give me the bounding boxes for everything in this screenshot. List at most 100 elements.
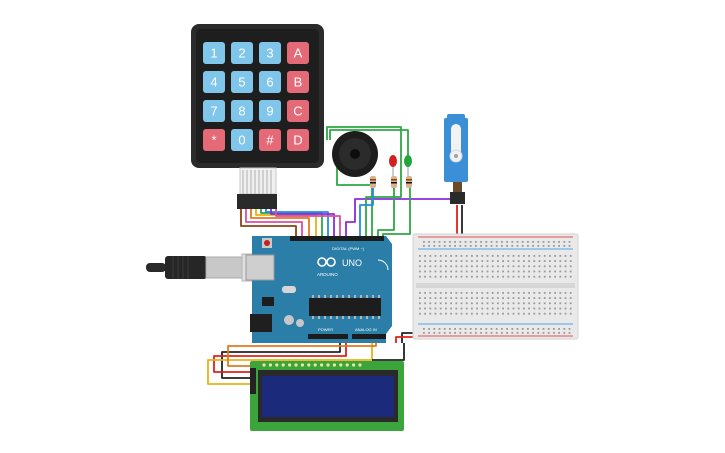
breadboard-hole[interactable] bbox=[559, 297, 562, 299]
buzzer[interactable] bbox=[332, 131, 378, 177]
keypad-key-D[interactable]: D bbox=[287, 129, 309, 151]
breadboard-hole[interactable] bbox=[495, 328, 498, 330]
breadboard-hole[interactable] bbox=[554, 260, 556, 262]
breadboard-hole[interactable] bbox=[523, 307, 525, 310]
breadboard-hole[interactable] bbox=[469, 328, 472, 330]
breadboard-hole[interactable] bbox=[485, 241, 488, 243]
breadboard-hole[interactable] bbox=[528, 297, 530, 299]
breadboard-hole[interactable] bbox=[445, 292, 447, 294]
breadboard-hole[interactable] bbox=[543, 270, 546, 273]
breadboard-hole[interactable] bbox=[554, 312, 556, 315]
breadboard-hole[interactable] bbox=[502, 270, 504, 273]
breadboard-hole[interactable] bbox=[507, 255, 510, 257]
breadboard-hole[interactable] bbox=[491, 297, 494, 299]
breadboard-hole[interactable] bbox=[481, 265, 484, 268]
breadboard-hole[interactable] bbox=[471, 270, 473, 273]
breadboard-hole[interactable] bbox=[543, 260, 546, 262]
breadboard-hole[interactable] bbox=[445, 312, 447, 315]
breadboard-hole[interactable] bbox=[564, 260, 567, 262]
breadboard-hole[interactable] bbox=[439, 260, 442, 262]
breadboard-hole[interactable] bbox=[549, 265, 551, 268]
breadboard-hole[interactable] bbox=[471, 265, 473, 268]
keypad-key-face[interactable] bbox=[259, 129, 281, 151]
breadboard-hole[interactable] bbox=[445, 307, 447, 310]
breadboard-hole[interactable] bbox=[506, 241, 508, 243]
breadboard-hole[interactable] bbox=[443, 245, 446, 247]
breadboard-hole[interactable] bbox=[502, 312, 504, 315]
breadboard-hole[interactable] bbox=[439, 255, 442, 257]
breadboard-hole[interactable] bbox=[450, 255, 452, 257]
breadboard-hole[interactable] bbox=[423, 332, 425, 334]
breadboard-hole[interactable] bbox=[547, 328, 550, 330]
breadboard-hole[interactable] bbox=[511, 245, 514, 247]
breadboard-hole[interactable] bbox=[419, 265, 421, 268]
breadboard-hole[interactable] bbox=[434, 255, 437, 257]
breadboard-hole[interactable] bbox=[511, 332, 514, 334]
breadboard-hole[interactable] bbox=[516, 241, 519, 243]
breadboard-hole[interactable] bbox=[471, 302, 473, 305]
breadboard-hole[interactable] bbox=[533, 307, 536, 310]
breadboard-hole[interactable] bbox=[512, 255, 515, 257]
breadboard-hole[interactable] bbox=[429, 312, 432, 315]
breadboard-hole[interactable] bbox=[517, 297, 520, 299]
breadboard-hole[interactable] bbox=[424, 312, 426, 315]
keypad-key-face[interactable] bbox=[231, 100, 253, 122]
breadboard-hole[interactable] bbox=[528, 307, 530, 310]
breadboard-hole[interactable] bbox=[445, 302, 447, 305]
breadboard-hole[interactable] bbox=[542, 328, 545, 330]
breadboard-hole[interactable] bbox=[521, 241, 524, 243]
breadboard-hole[interactable] bbox=[523, 292, 525, 294]
breadboard-hole[interactable] bbox=[455, 292, 458, 294]
keypad-key-face[interactable] bbox=[203, 100, 225, 122]
breadboard-hole[interactable] bbox=[445, 260, 447, 262]
breadboard-hole[interactable] bbox=[475, 332, 477, 334]
breadboard-hole[interactable] bbox=[516, 332, 519, 334]
breadboard-hole[interactable] bbox=[559, 270, 562, 273]
resistor-buzzer[interactable] bbox=[370, 176, 376, 188]
breadboard-hole[interactable] bbox=[475, 328, 477, 330]
breadboard-hole[interactable] bbox=[491, 307, 494, 310]
breadboard-hole[interactable] bbox=[481, 292, 484, 294]
breadboard-hole[interactable] bbox=[553, 332, 555, 334]
breadboard-hole[interactable] bbox=[569, 275, 572, 278]
breadboard-hole[interactable] bbox=[454, 241, 456, 243]
breadboard-hole[interactable] bbox=[538, 297, 541, 299]
breadboard-hole[interactable] bbox=[433, 245, 436, 247]
breadboard-hole[interactable] bbox=[542, 245, 545, 247]
breadboard-hole[interactable] bbox=[516, 328, 519, 330]
breadboard-hole[interactable] bbox=[439, 297, 442, 299]
breadboard-hole[interactable] bbox=[547, 332, 550, 334]
breadboard-hole[interactable] bbox=[538, 307, 541, 310]
breadboard-hole[interactable] bbox=[464, 245, 467, 247]
breadboard-hole[interactable] bbox=[419, 297, 421, 299]
breadboard-hole[interactable] bbox=[480, 328, 482, 330]
breadboard-hole[interactable] bbox=[485, 245, 488, 247]
breadboard-hole[interactable] bbox=[559, 265, 562, 268]
breadboard-hole[interactable] bbox=[549, 297, 551, 299]
breadboard-hole[interactable] bbox=[517, 275, 520, 278]
breadboard-hole[interactable] bbox=[486, 260, 489, 262]
keypad-key-face[interactable] bbox=[203, 71, 225, 93]
breadboard-hole[interactable] bbox=[439, 312, 442, 315]
keypad-key-6[interactable]: 6 bbox=[259, 71, 281, 93]
breadboard-hole[interactable] bbox=[559, 292, 562, 294]
breadboard-hole[interactable] bbox=[543, 255, 546, 257]
breadboard-hole[interactable] bbox=[455, 297, 458, 299]
breadboard-hole[interactable] bbox=[450, 270, 452, 273]
breadboard-hole[interactable] bbox=[533, 292, 536, 294]
breadboard-hole[interactable] bbox=[559, 307, 562, 310]
breadboard-hole[interactable] bbox=[497, 255, 499, 257]
breadboard-hole[interactable] bbox=[465, 302, 468, 305]
breadboard-hole[interactable] bbox=[501, 332, 503, 334]
breadboard-hole[interactable] bbox=[460, 297, 463, 299]
breadboard-hole[interactable] bbox=[564, 265, 567, 268]
breadboard-hole[interactable] bbox=[485, 332, 488, 334]
breadboard-hole[interactable] bbox=[439, 265, 442, 268]
breadboard-hole[interactable] bbox=[569, 312, 572, 315]
breadboard-hole[interactable] bbox=[569, 265, 572, 268]
breadboard-hole[interactable] bbox=[517, 312, 520, 315]
breadboard-hole[interactable] bbox=[507, 275, 510, 278]
breadboard-hole[interactable] bbox=[455, 255, 458, 257]
breadboard-hole[interactable] bbox=[564, 307, 567, 310]
breadboard-hole[interactable] bbox=[553, 328, 555, 330]
